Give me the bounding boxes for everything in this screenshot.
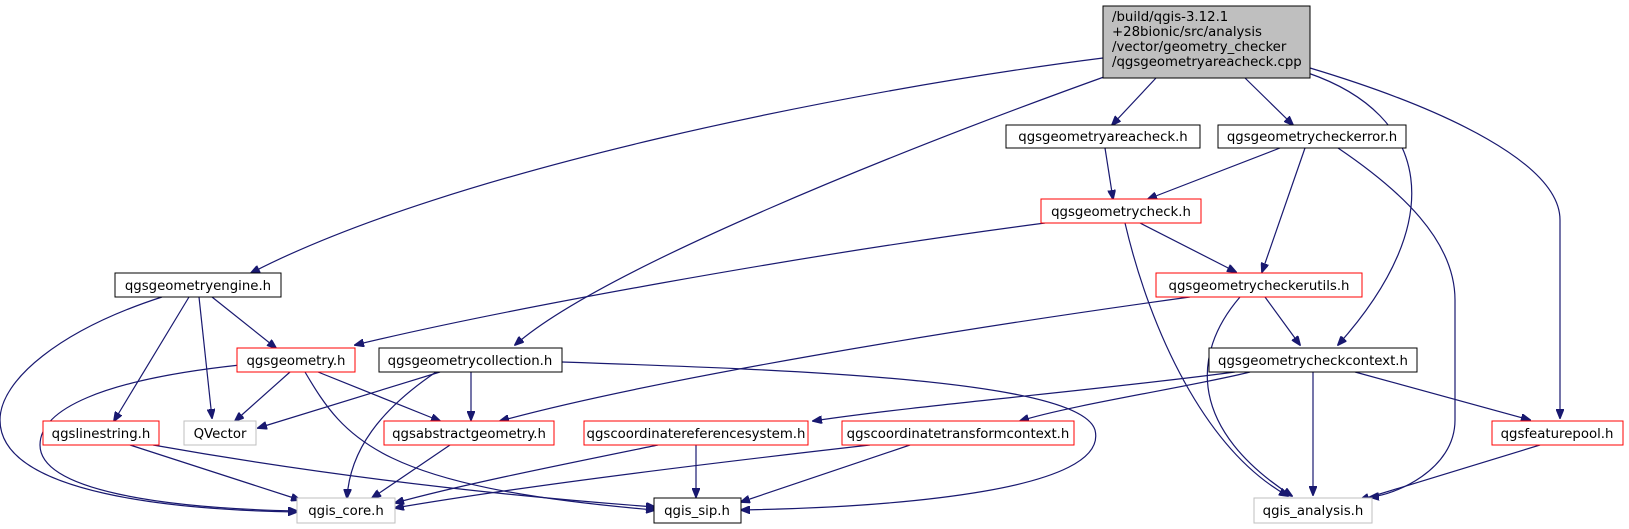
edges — [0, 57, 1560, 512]
edge-checkerutils-to-abstractgeometry — [500, 296, 1191, 421]
node-label: qgsgeometrycheckerror.h — [1227, 130, 1397, 145]
edge-geometry-to-qgiscore — [39, 364, 297, 511]
edge-check-to-checkerutils — [1139, 222, 1236, 272]
node-label: qgscoordinatereferencesystem.h — [587, 427, 806, 442]
node-qgsgeometrycheckerror-h[interactable]: qgsgeometrycheckerror.h — [1217, 124, 1407, 149]
edge-linestring-to-qgiscore — [129, 444, 300, 500]
edge-collection-to-qgissip — [561, 361, 1097, 510]
edge-root-to-featurepool — [1309, 67, 1560, 418]
node-label: qgsgeometrycheckerutils.h — [1169, 279, 1350, 294]
edge-checkerutils-to-qgisanalysis — [1206, 296, 1292, 496]
node-qgsgeometrycollection-h[interactable]: qgsgeometrycollection.h — [378, 347, 563, 373]
edge-areacheck-to-check — [1104, 147, 1113, 199]
node-label: qgsgeometrycollection.h — [388, 354, 553, 369]
node-label: qgis_sip.h — [664, 504, 730, 519]
edge-checkcontext-to-crs — [813, 371, 1236, 421]
node-qgsgeometrycheck-h[interactable]: qgsgeometrycheck.h — [1040, 198, 1202, 224]
node-qgsgeometry-h[interactable]: qgsgeometry.h — [236, 347, 356, 373]
node-qgslinestring-h[interactable]: qgslinestring.h — [42, 420, 160, 446]
node-qgsgeometrycheckerutils-h[interactable]: qgsgeometrycheckerutils.h — [1155, 272, 1363, 298]
edge-engine-to-linestring — [114, 296, 190, 421]
node-label: qgis_core.h — [308, 504, 384, 519]
edge-engine-to-geometry — [211, 296, 276, 348]
edge-root-to-checkcontext — [1307, 72, 1413, 345]
node-label: qgsgeometrycheckcontext.h — [1218, 354, 1408, 369]
root-line-4: /qgsgeometryareacheck.cpp — [1112, 55, 1302, 70]
edge-geometry-to-abstractgeometry — [317, 371, 440, 421]
node-qgsgeometryareacheck-h[interactable]: qgsgeometryareacheck.h — [1005, 124, 1201, 149]
node-label: qgscoordinatetransformcontext.h — [847, 427, 1070, 442]
node-qgis-analysis-h[interactable]: qgis_analysis.h — [1253, 497, 1373, 524]
node-label: qgslinestring.h — [52, 427, 151, 442]
edge-checkerror-to-check — [1148, 147, 1281, 199]
edge-checkerror-to-checkerutils — [1262, 147, 1306, 272]
edge-engine-to-qvector — [198, 296, 212, 418]
node-qgscoordinatetransformcontext-h[interactable]: qgscoordinatetransformcontext.h — [841, 420, 1075, 446]
edge-check-to-geometry — [355, 222, 1046, 345]
edge-root-to-collection — [515, 72, 1116, 345]
edge-transformcontext-to-qgiscore — [395, 444, 871, 508]
node-label: qgsgeometryareacheck.h — [1018, 130, 1187, 145]
node-label: qgsabstractgeometry.h — [392, 427, 546, 442]
edge-geometry-to-qvector — [235, 371, 291, 421]
edge-checkcontext-to-transformcontext — [1020, 371, 1251, 421]
nodes: /build/qgis-3.12.1 +28bionic/src/analysi… — [42, 5, 1624, 524]
node-label: qgsgeometrycheck.h — [1051, 205, 1191, 220]
node-label: qgsgeometry.h — [246, 354, 345, 369]
node-label: qgsfeaturepool.h — [1501, 427, 1614, 442]
edge-root-to-engine — [251, 57, 1104, 273]
node-label: qgis_analysis.h — [1263, 504, 1364, 519]
edge-checkcontext-to-featurepool — [1354, 371, 1530, 420]
node-qgsgeometryengine-h[interactable]: qgsgeometryengine.h — [114, 272, 282, 298]
edge-transformcontext-to-qgissip — [741, 444, 911, 502]
edge-root-to-checkerror — [1244, 77, 1293, 125]
node-root-file[interactable]: /build/qgis-3.12.1 +28bionic/src/analysi… — [1102, 5, 1311, 79]
edge-checkerror-to-qgisanalysis — [1337, 147, 1456, 497]
edge-engine-to-qgiscore — [0, 296, 297, 512]
edge-featurepool-to-qgisanalysis — [1360, 444, 1541, 500]
edge-check-to-qgisanalysis — [1124, 222, 1288, 496]
edge-linestring-to-qgissip — [152, 444, 655, 507]
node-label: QVector — [194, 427, 247, 442]
node-qgis-sip-h[interactable]: qgis_sip.h — [653, 497, 742, 524]
edge-crs-to-qgiscore — [395, 444, 659, 503]
node-qvector[interactable]: QVector — [183, 420, 257, 446]
node-qgis-core-h[interactable]: qgis_core.h — [296, 497, 396, 524]
edge-root-to-areacheck — [1112, 77, 1157, 125]
node-qgsfeaturepool-h[interactable]: qgsfeaturepool.h — [1491, 420, 1624, 446]
node-label: qgsgeometryengine.h — [125, 279, 271, 294]
node-qgscoordinatereferencesystem-h[interactable]: qgscoordinatereferencesystem.h — [583, 420, 809, 446]
edge-collection-to-qgiscore — [347, 371, 437, 498]
node-qgsgeometrycheckcontext-h[interactable]: qgsgeometrycheckcontext.h — [1208, 347, 1418, 373]
edge-abstractgeometry-to-qgiscore — [372, 444, 451, 498]
edge-checkerutils-to-checkcontext — [1264, 296, 1300, 345]
root-line-3: /vector/geometry_checker — [1112, 40, 1287, 55]
root-line-1: /build/qgis-3.12.1 — [1112, 10, 1228, 25]
edge-collection-to-qvector — [258, 371, 441, 428]
root-line-2: +28bionic/src/analysis — [1112, 25, 1262, 40]
node-qgsabstractgeometry-h[interactable]: qgsabstractgeometry.h — [383, 420, 555, 446]
